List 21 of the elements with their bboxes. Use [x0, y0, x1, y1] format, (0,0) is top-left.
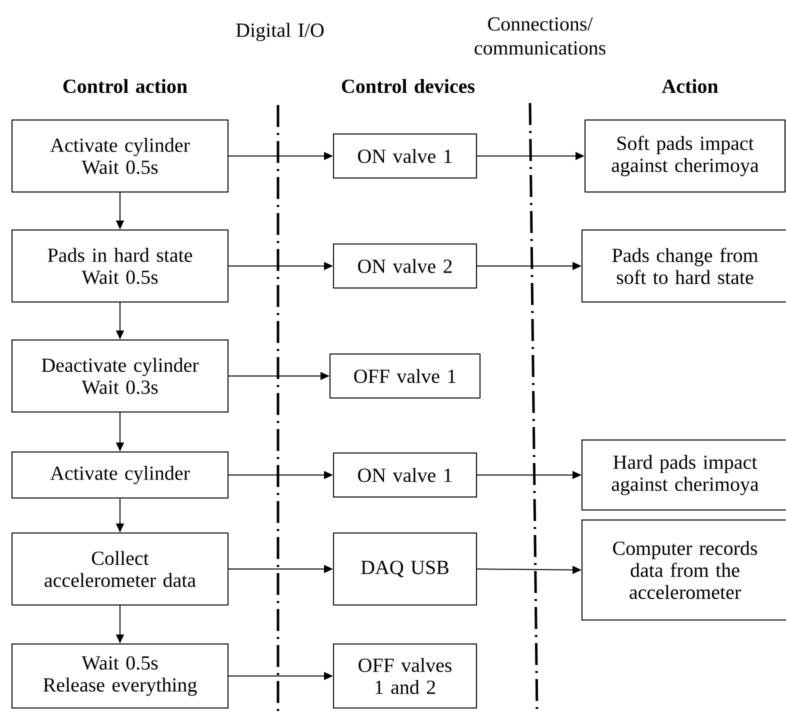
step-box: ON valve 1 [333, 134, 477, 178]
step-box: Deactivate cylinder Wait 0.3s [12, 340, 228, 412]
step-box: Wait 0.5s Release everything [12, 644, 228, 708]
step-box: Pads change from soft to hard state [582, 230, 786, 302]
step-box: Soft pads impact against cherimoya [584, 120, 786, 192]
step-box: Computer records data from the accelerometer [582, 520, 786, 620]
step-box: OFF valve 1 [330, 354, 480, 398]
step-box: ON valve 2 [333, 244, 477, 288]
step-box: OFF valves 1 and 2 [333, 644, 477, 708]
step-box: Hard pads impact against cherimoya [582, 440, 786, 510]
column-heading: Control action [63, 78, 188, 94]
column-heading: Action [662, 78, 718, 94]
step-box: Collect accelerometer data [12, 532, 228, 606]
step-box: ON valve 1 [333, 452, 477, 498]
step-box: Activate cylinder [12, 452, 228, 498]
column-heading: Control devices [342, 78, 475, 94]
column-heading: Connections/ communications [474, 17, 606, 55]
step-box: Activate cylinder Wait 0.5s [12, 120, 228, 192]
step-box: Pads in hard state Wait 0.5s [12, 230, 228, 302]
column-heading: Digital I/O [236, 22, 324, 42]
step-box: DAQ USB [333, 532, 477, 606]
